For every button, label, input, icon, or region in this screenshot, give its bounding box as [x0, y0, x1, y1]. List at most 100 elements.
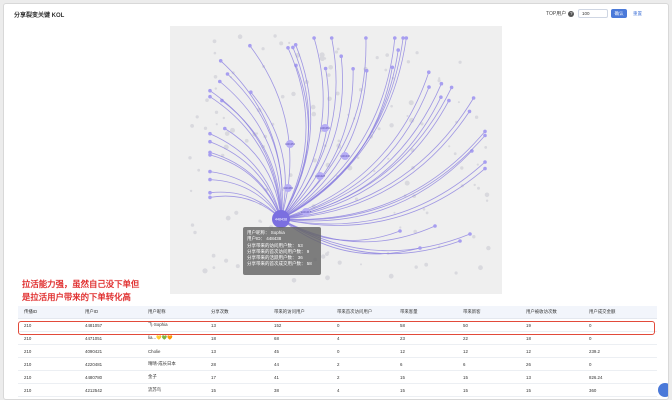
graph-node[interactable]	[293, 43, 298, 47]
graph-node[interactable]	[483, 133, 487, 138]
graph-node[interactable]	[223, 126, 227, 131]
background-node	[214, 87, 217, 90]
graph-edge	[209, 171, 282, 220]
graph-node[interactable]	[208, 88, 212, 93]
col-header[interactable]: 用户昵称	[148, 309, 166, 314]
graph-satellite-node[interactable]	[286, 140, 294, 148]
chat-icon[interactable]	[658, 383, 668, 397]
col-header[interactable]: 带来的访问用户	[274, 309, 305, 314]
table-row[interactable]: 210 4212542 流苏鸟 15 38 4 15 15 15 360	[18, 384, 657, 397]
graph-node[interactable]	[249, 90, 253, 94]
background-node	[425, 211, 429, 215]
graph-node[interactable]	[433, 224, 437, 228]
confirm-button[interactable]: 确认	[611, 9, 627, 18]
graph-edge	[280, 97, 474, 220]
col-header[interactable]: 分享次数	[211, 309, 229, 314]
col-header[interactable]: 传播ID	[24, 309, 38, 314]
col-header[interactable]: 用户被收访次数	[526, 309, 557, 314]
graph-node[interactable]	[208, 131, 212, 136]
graph-node[interactable]	[312, 36, 316, 40]
col-header[interactable]: 用户成交金额	[589, 309, 616, 314]
col-header[interactable]: 用户ID	[85, 309, 99, 314]
background-node	[474, 115, 479, 119]
graph-satellite-node[interactable]	[284, 184, 292, 192]
table-cell: 15	[463, 374, 468, 380]
graph-node[interactable]	[483, 129, 487, 134]
help-icon[interactable]: ?	[568, 10, 575, 17]
graph-node[interactable]	[364, 68, 369, 73]
graph-node[interactable]	[208, 94, 212, 99]
table-header: 传播ID 用户ID 用户昵称 分享次数 带来的访问用户 带来首次访问用户 带来客…	[18, 306, 657, 319]
background-node	[213, 75, 218, 79]
graph-node[interactable]	[398, 229, 402, 233]
graph-satellite-label: 4431028	[315, 174, 326, 178]
graph-node[interactable]	[483, 166, 487, 171]
graph-satellite-node[interactable]	[302, 208, 310, 216]
graph-node[interactable]	[439, 95, 443, 99]
col-header[interactable]: 带来新客	[463, 309, 481, 314]
graph-node[interactable]	[447, 98, 451, 103]
graph-node[interactable]	[393, 36, 397, 40]
graph-node[interactable]	[208, 153, 212, 157]
table-row[interactable]: 210 4481057 飞·Sophia 13 152 0 58 50 19 0	[18, 319, 657, 332]
graph-node[interactable]	[418, 246, 422, 250]
graph-node[interactable]	[208, 177, 212, 182]
graph-node[interactable]	[458, 239, 462, 243]
graph-node[interactable]	[404, 36, 409, 40]
graph-node[interactable]	[220, 98, 224, 103]
graph-node[interactable]	[208, 195, 212, 200]
table-row[interactable]: 210 4220481 晴晴-成长日本 28 44 2 6 6 26 0	[18, 358, 657, 371]
table-row[interactable]: 210 4090421 Cholie 13 45 0 12 12 12 239.…	[18, 345, 657, 358]
graph-node[interactable]	[439, 81, 444, 86]
topn-input[interactable]	[578, 9, 608, 18]
graph-node[interactable]	[468, 232, 472, 236]
graph-node[interactable]	[208, 169, 212, 174]
graph-node[interactable]	[483, 160, 487, 164]
graph-node[interactable]	[351, 67, 355, 71]
graph-node[interactable]	[329, 36, 334, 40]
table-row[interactable]: 210 4480780 金子 17 41 2 15 15 13 826.24	[18, 371, 657, 384]
graph-edge	[249, 45, 291, 220]
graph-node[interactable]	[286, 46, 290, 50]
table-cell: Cholie	[148, 348, 161, 354]
graph-node[interactable]	[396, 48, 400, 52]
graph-satellite-node[interactable]	[316, 172, 324, 180]
graph-center-node[interactable]	[272, 210, 290, 228]
graph-satellite-node[interactable]	[341, 152, 349, 160]
graph-node[interactable]	[218, 79, 222, 84]
graph-node[interactable]	[390, 65, 395, 70]
table-cell: 13	[211, 348, 216, 354]
col-header[interactable]: 带来客量	[400, 309, 418, 314]
graph-node[interactable]	[467, 109, 472, 114]
table-row[interactable]: 210 4471051 lia...💛💚🧡 18 68 4 23 22 18 0	[18, 332, 657, 345]
background-node	[234, 210, 239, 215]
graph-node[interactable]	[225, 72, 230, 76]
graph-node[interactable]	[323, 66, 328, 71]
graph-node[interactable]	[218, 59, 223, 63]
graph-satellite-label: 4431062	[320, 126, 331, 130]
table-cell: 0	[337, 322, 340, 328]
table-cell: 68	[274, 335, 279, 341]
reset-button[interactable]: 重置	[633, 11, 642, 16]
graph-node[interactable]	[449, 85, 454, 90]
graph-edge	[220, 60, 283, 220]
graph-node[interactable]	[471, 96, 476, 100]
graph-node[interactable]	[401, 36, 405, 40]
graph-node[interactable]	[208, 139, 212, 144]
graph-satellite-node[interactable]	[321, 124, 329, 132]
graph-node[interactable]	[339, 54, 343, 58]
network-graph-svg[interactable]: 4431054443102844310624431084443104644310…	[170, 26, 502, 294]
background-node	[354, 197, 359, 201]
table-cell: 12	[463, 348, 468, 354]
table-cell: 360	[589, 387, 597, 393]
graph-node[interactable]	[208, 190, 212, 195]
graph-node[interactable]	[427, 85, 431, 89]
graph-node[interactable]	[364, 36, 368, 40]
graph-node[interactable]	[208, 150, 212, 155]
graph-node[interactable]	[248, 43, 252, 48]
col-header[interactable]: 带来首次访问用户	[337, 309, 373, 314]
graph-node[interactable]	[427, 70, 431, 74]
graph-node[interactable]	[291, 45, 295, 50]
background-node	[389, 123, 394, 128]
